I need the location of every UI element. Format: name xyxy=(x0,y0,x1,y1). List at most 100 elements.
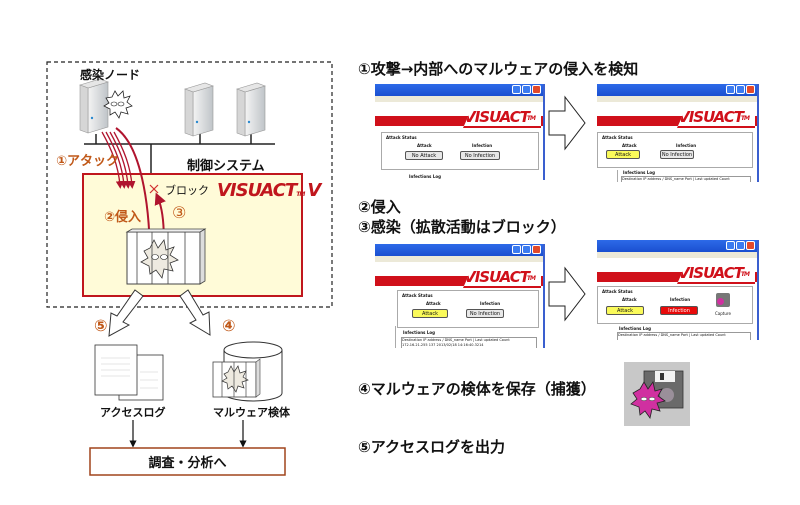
infections-log-table: Destination IP address / DNS_name Port |… xyxy=(621,176,751,182)
attack-label: Attack xyxy=(417,143,432,148)
logo-tm: TM xyxy=(740,271,750,278)
infections-log-label: Infections Log xyxy=(619,326,651,331)
infection-label: Infection xyxy=(472,143,493,148)
captured-malware-icon xyxy=(630,381,666,419)
caged-malware-icon xyxy=(125,228,207,285)
investigation-box xyxy=(89,447,286,476)
logo-text: VISUACT xyxy=(678,108,744,126)
status-title: Attack Status xyxy=(602,289,633,294)
infections-log-label: Infections Log xyxy=(409,174,441,179)
server-icon xyxy=(236,82,266,137)
attack-status-button[interactable]: Attack xyxy=(606,306,644,315)
attack-status-button[interactable]: Attack xyxy=(412,309,448,318)
minimize-icon[interactable] xyxy=(726,85,735,94)
block-label: ブロック xyxy=(165,184,209,197)
output-arrow-log xyxy=(108,289,144,337)
intrusion-label: ②侵入 xyxy=(104,210,142,225)
transition-arrow-icon xyxy=(548,266,586,322)
access-log-icon xyxy=(94,344,164,401)
close-icon[interactable] xyxy=(532,85,541,94)
close-icon[interactable] xyxy=(746,241,755,250)
investigation-box-label: 調査・分析へ xyxy=(148,456,227,471)
logo-tm: TM xyxy=(526,275,536,282)
step1-heading: ①攻撃→内部へのマルウェアの侵入を検知 xyxy=(358,60,639,78)
window-titlebar xyxy=(597,84,757,96)
status-title: Attack Status xyxy=(402,293,433,298)
log-header: Destination IP address / DNS_name Port |… xyxy=(618,333,726,337)
side-panel xyxy=(597,170,618,182)
menu-bar xyxy=(597,252,757,258)
minimize-icon[interactable] xyxy=(512,85,521,94)
attack-label: ①アタック xyxy=(56,154,120,169)
capture-label: Capture xyxy=(715,311,731,316)
maximize-icon[interactable] xyxy=(522,245,531,254)
attack-status-panel: Attack Status Attack Infection Attack No… xyxy=(397,290,539,328)
attack-status-button[interactable]: Attack xyxy=(606,150,640,159)
step4-marker: ④ xyxy=(222,316,236,335)
status-title: Attack Status xyxy=(602,135,633,140)
log-header: Destination IP address / DNS_name Port |… xyxy=(622,177,730,181)
logo-text: VISUACT xyxy=(464,268,530,286)
attack-status-panel: Attack Status Attack Infection Attack In… xyxy=(597,286,753,324)
attack-status-panel: Attack Status Attack Infection Attack No… xyxy=(597,132,753,168)
menu-bar xyxy=(375,96,543,102)
log-header: Destination IP address / DNS_name Port |… xyxy=(402,338,510,342)
infection-label: Infection xyxy=(480,301,501,306)
infection-status-button[interactable]: Infection xyxy=(660,306,698,315)
close-icon[interactable] xyxy=(746,85,755,94)
step3-marker: ③ xyxy=(172,203,187,222)
infection-label: Infection xyxy=(676,143,697,148)
menu-bar xyxy=(375,256,543,262)
minimize-icon[interactable] xyxy=(512,245,521,254)
visuact-logo-text: VISUACT xyxy=(217,180,297,201)
maximize-icon[interactable] xyxy=(522,85,531,94)
infections-log-table: Destination IP address / DNS_name Port |… xyxy=(617,332,751,340)
close-icon[interactable] xyxy=(532,245,541,254)
maximize-icon[interactable] xyxy=(736,85,745,94)
output-arrow-sample xyxy=(179,289,211,336)
access-log-label: アクセスログ xyxy=(100,406,166,419)
step2-heading: ②侵入 xyxy=(358,198,401,216)
step5-marker: ⑤ xyxy=(94,316,108,335)
step5-heading: ⑤アクセスログを出力 xyxy=(358,438,505,456)
menu-bar xyxy=(597,96,757,102)
malware-on-server-icon xyxy=(103,90,133,119)
infection-status-button[interactable]: No Infection xyxy=(466,309,504,318)
attack-label: Attack xyxy=(622,297,637,302)
capture-button[interactable] xyxy=(716,293,730,307)
server-icon xyxy=(184,82,214,137)
infections-log-label: Infections Log xyxy=(623,170,655,175)
side-panel xyxy=(375,326,396,348)
malware-sample-label: マルウェア検体 xyxy=(213,406,290,419)
status-title: Attack Status xyxy=(386,135,417,140)
window-titlebar xyxy=(375,244,543,256)
attack-status-panel: Attack Status Attack Infection No Attack… xyxy=(381,132,539,170)
infected-server-icon xyxy=(79,78,109,134)
visuact-logo-suffix: V xyxy=(307,180,321,201)
window-titlebar xyxy=(597,240,757,252)
attack-label: Attack xyxy=(426,301,441,306)
infected-node-label: 感染ノード xyxy=(80,68,141,82)
transition-arrow-icon xyxy=(548,95,586,151)
minimize-icon[interactable] xyxy=(726,241,735,250)
attack-label: Attack xyxy=(622,143,637,148)
infections-log-label: Infections Log xyxy=(403,330,435,335)
infection-status-button[interactable]: No Infection xyxy=(460,151,500,160)
infection-status-button[interactable]: No Infection xyxy=(660,150,694,159)
logo-text: VISUACT xyxy=(678,264,744,282)
infection-label: Infection xyxy=(670,297,691,302)
control-system-label: 制御システム xyxy=(187,159,265,174)
maximize-icon[interactable] xyxy=(736,241,745,250)
attack-status-button[interactable]: No Attack xyxy=(405,151,443,160)
attack-arrows xyxy=(101,131,136,189)
